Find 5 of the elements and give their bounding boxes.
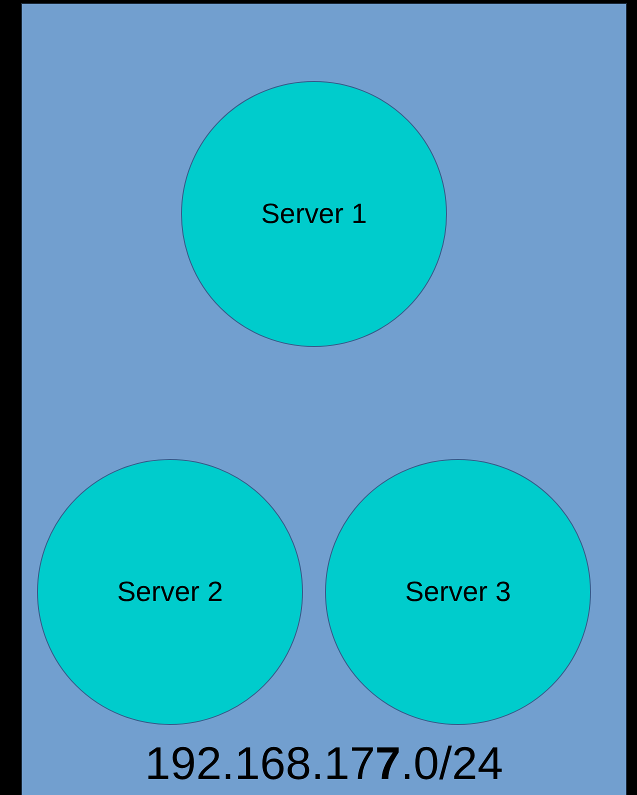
server-label: Server 1 xyxy=(261,198,367,230)
server-label: Server 3 xyxy=(405,576,511,608)
subnet-label: 192.168.177.0/24 xyxy=(144,736,504,790)
server-label: Server 2 xyxy=(117,576,223,608)
subnet-box xyxy=(21,3,627,795)
